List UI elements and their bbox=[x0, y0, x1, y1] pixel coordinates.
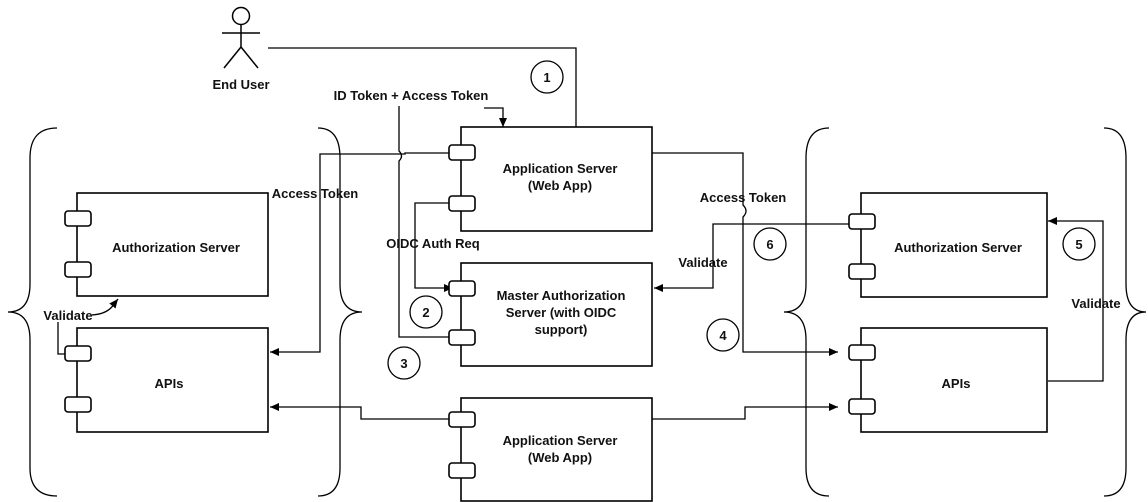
edge-id-access-token bbox=[484, 107, 507, 127]
step-3-number: 3 bbox=[400, 356, 407, 371]
oidc-auth-req-label: OIDC Auth Req bbox=[386, 236, 479, 251]
right-auth-server-node: Authorization Server bbox=[848, 192, 1048, 298]
master-auth-title-line3: support) bbox=[535, 322, 588, 337]
left-domain-brace-open bbox=[7, 127, 58, 497]
port-icon bbox=[448, 411, 476, 428]
right-auth-title: Authorization Server bbox=[894, 240, 1022, 255]
port-icon bbox=[848, 213, 876, 230]
step-1-marker: 1 bbox=[530, 60, 564, 94]
port-icon bbox=[848, 398, 876, 415]
port-icon bbox=[448, 462, 476, 479]
app-server-bottom-subtitle: (Web App) bbox=[528, 450, 592, 465]
right-domain-brace-open bbox=[783, 127, 830, 497]
port-icon bbox=[64, 261, 92, 278]
edge-bottom-app-to-left-apis bbox=[270, 403, 449, 420]
port-icon bbox=[64, 210, 92, 227]
master-auth-title-line2: Server (with OIDC bbox=[506, 305, 617, 320]
master-auth-server-node: Master Authorization Server (with OIDC s… bbox=[448, 262, 653, 367]
app-server-top-title: Application Server bbox=[503, 161, 618, 176]
port-icon bbox=[448, 144, 476, 161]
validate-right-label: Validate bbox=[1071, 296, 1120, 311]
edge-validate-left bbox=[91, 298, 119, 316]
port-icon bbox=[448, 280, 476, 297]
edge-right-auth-to-master bbox=[654, 223, 849, 292]
app-server-top-node: Application Server (Web App) bbox=[448, 126, 653, 232]
edge-bottom-app-to-right-apis bbox=[652, 403, 838, 420]
right-apis-title: APIs bbox=[942, 376, 971, 391]
validate-left-label: Validate bbox=[43, 308, 92, 323]
left-auth-title: Authorization Server bbox=[112, 240, 240, 255]
left-apis-title: APIs bbox=[155, 376, 184, 391]
step-5-marker: 5 bbox=[1062, 227, 1096, 261]
access-token-left-label: Access Token bbox=[272, 186, 359, 201]
edge-master-to-app-return bbox=[398, 106, 449, 338]
validate-mid-label: Validate bbox=[678, 255, 727, 270]
left-domain-brace-close bbox=[317, 127, 363, 497]
end-user-label: End User bbox=[212, 77, 269, 92]
step-2-marker: 2 bbox=[409, 295, 443, 329]
step-5-number: 5 bbox=[1075, 237, 1082, 252]
step-6-marker: 6 bbox=[753, 227, 787, 261]
step-6-number: 6 bbox=[766, 237, 773, 252]
port-icon bbox=[448, 329, 476, 346]
access-token-right-label: Access Token bbox=[700, 190, 787, 205]
step-4-number: 4 bbox=[719, 328, 727, 343]
right-apis-node: APIs bbox=[848, 327, 1048, 433]
edge-app-to-right-apis bbox=[652, 152, 838, 356]
actor-head-icon bbox=[231, 6, 251, 26]
left-apis-node: APIs bbox=[64, 327, 269, 433]
edge-oidc-auth-req bbox=[414, 202, 453, 292]
step-3-marker: 3 bbox=[387, 346, 421, 380]
id-access-token-label: ID Token + Access Token bbox=[334, 88, 489, 103]
edge-right-apis-to-right-auth bbox=[1048, 217, 1104, 382]
port-icon bbox=[448, 195, 476, 212]
port-icon bbox=[848, 344, 876, 361]
port-icon bbox=[848, 263, 876, 280]
edge-left-apis-to-left-auth bbox=[57, 322, 65, 355]
edge-user-to-app bbox=[268, 47, 577, 127]
right-domain-brace-close bbox=[1103, 127, 1147, 497]
port-icon bbox=[64, 345, 92, 362]
app-server-top-subtitle: (Web App) bbox=[528, 178, 592, 193]
master-auth-title-line1: Master Authorization bbox=[497, 288, 626, 303]
edge-app-to-left-apis bbox=[270, 152, 449, 356]
app-server-bottom-node: Application Server (Web App) bbox=[448, 397, 653, 502]
step-4-marker: 4 bbox=[706, 318, 740, 352]
left-auth-server-node: Authorization Server bbox=[64, 192, 269, 297]
step-2-number: 2 bbox=[422, 305, 429, 320]
port-icon bbox=[64, 396, 92, 413]
step-1-number: 1 bbox=[543, 70, 550, 85]
end-user-actor: End User bbox=[212, 6, 270, 92]
app-server-bottom-title: Application Server bbox=[503, 433, 618, 448]
